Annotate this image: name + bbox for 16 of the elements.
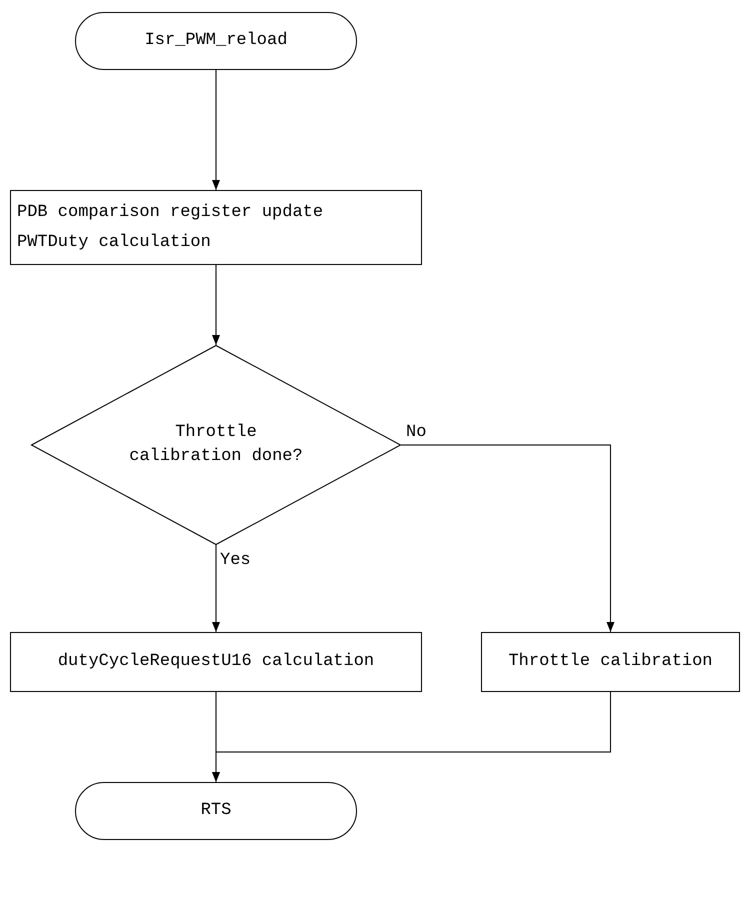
node-text: Isr_PWM_reload xyxy=(144,30,288,52)
arrow xyxy=(212,70,220,190)
process-box xyxy=(10,632,422,692)
process-box xyxy=(481,632,740,692)
decision-diamond xyxy=(31,345,401,545)
node-text: RTS xyxy=(200,800,232,822)
node-text: PDB comparison register update xyxy=(17,202,324,224)
decision-text: Throttle calibration done? xyxy=(128,422,304,468)
node-text: PWTDuty calculation xyxy=(17,232,211,254)
node-text: Throttle calibration xyxy=(508,651,713,673)
arrow xyxy=(212,692,611,782)
node-text: dutyCycleRequestU16 calculation xyxy=(58,651,374,673)
process-box xyxy=(10,190,422,265)
arrow xyxy=(212,544,220,632)
arrow xyxy=(212,264,220,346)
arrow xyxy=(400,444,614,632)
